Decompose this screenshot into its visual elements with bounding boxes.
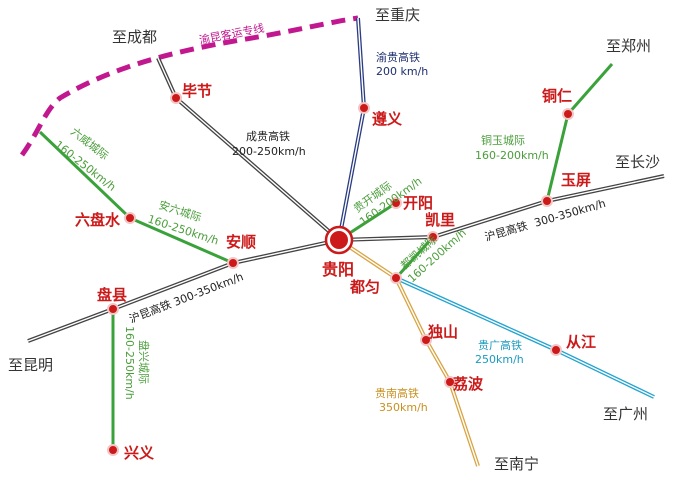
station-dot-anshun: [227, 257, 239, 269]
station-dot-tongren: [562, 108, 574, 120]
station-dot-kaili: [427, 231, 439, 243]
station-dot-xingyi: [107, 444, 119, 456]
station-label-dushan: 独山: [428, 323, 458, 341]
chenggui-line-name: 成贵高铁: [246, 129, 290, 143]
station-dot-yuping: [541, 195, 553, 207]
panxing-line-name: 盘兴城际: [137, 340, 151, 384]
station-dot-dushan: [420, 334, 432, 346]
station-label-bijie: 毕节: [182, 82, 212, 100]
station-label-panxian: 盘县: [97, 286, 127, 304]
station-label-xingyi: 兴义: [124, 444, 154, 462]
station-markers: [107, 92, 574, 456]
yugui-line-speed: 200 km/h: [376, 65, 428, 78]
guinan-line-name: 贵南高铁: [375, 386, 419, 400]
station-label-duyun: 都匀: [349, 278, 380, 296]
guiguang-line-name: 贵广高铁: [478, 338, 522, 352]
yugui-line-name: 渝贵高铁: [376, 50, 420, 64]
duka-line: [394, 235, 435, 280]
cangkun-line: [19, 15, 359, 157]
tongyu-line-speed: 160-200km/h: [475, 149, 549, 162]
hub-marker-guiyang: [324, 225, 354, 255]
station-label-liupanshui: 六盘水: [75, 211, 121, 229]
station-dot-congjiang: [550, 344, 562, 356]
station-label-libo: 荔波: [453, 375, 484, 393]
panxing-line-speed: 160-250km/h: [123, 326, 136, 400]
station-dot-zunyi: [358, 102, 370, 114]
direction-label-zhengzhou: 至郑州: [606, 37, 651, 55]
guinan-line-speed: 350km/h: [379, 401, 428, 414]
anliu-line: [129, 216, 234, 265]
station-label-congjiang: 从江: [566, 333, 596, 351]
direction-label-chongqing: 至重庆: [375, 6, 420, 24]
station-label-yuping: 玉屏: [561, 171, 591, 189]
liuwei-line: [38, 130, 132, 220]
station-dot-duyun: [390, 272, 402, 284]
station-label-kaili: 凯里: [425, 211, 455, 229]
guiguang-line-speed: 250km/h: [475, 353, 524, 366]
station-label-anshun: 安顺: [226, 233, 256, 251]
chenggui-line-speed: 200-250km/h: [232, 145, 306, 158]
station-dot-bijie: [170, 92, 182, 104]
tongyu-line-name: 铜玉城际: [481, 133, 525, 147]
station-dot-libo: [444, 376, 456, 388]
station-label-kaiyang: 开阳: [403, 194, 433, 212]
direction-label-kunming: 至昆明: [8, 356, 53, 374]
direction-label-guangzhou: 至广州: [603, 405, 648, 423]
station-label-tongren: 铜仁: [542, 87, 572, 105]
station-dot-liupanshui: [124, 212, 136, 224]
station-label-zunyi: 遵义: [372, 110, 402, 128]
direction-label-chengdu: 至成都: [112, 28, 157, 46]
station-dot-panxian: [107, 303, 119, 315]
direction-label-changsha: 至长沙: [615, 153, 660, 171]
direction-label-nanning: 至南宁: [494, 455, 539, 473]
hukun-east-line-name: 沪昆高铁: [483, 218, 529, 244]
hub-label-guiyang: 贵阳: [322, 260, 354, 279]
station-dot-kaiyang: [390, 197, 402, 209]
